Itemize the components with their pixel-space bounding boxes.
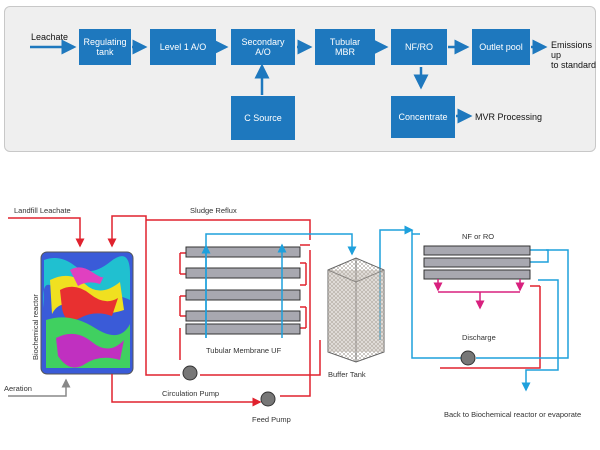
buffer-tank-label: Buffer Tank — [328, 370, 366, 379]
sludge-reflux-label: Sludge Reflux — [190, 206, 237, 215]
c-source-node: C Source — [231, 96, 295, 140]
circulation-pump-label: Circulation Pump — [162, 389, 219, 398]
nf-ro-modules — [423, 245, 531, 280]
tubular-membrane-uf-label: Tubular Membrane UF — [206, 346, 282, 355]
emissions-label: Emissions up to standard — [551, 40, 597, 70]
nfro-node: NF/RO — [391, 29, 447, 65]
landfill-leachate-label: Landfill Leachate — [14, 206, 71, 215]
circulation-pump — [182, 365, 198, 381]
process-schematic: Biochemical reactor — [4, 206, 581, 424]
regulating-tank-node: Regulating tank — [79, 29, 131, 65]
concentrate-node: Concentrate — [391, 96, 455, 138]
mvr-processing-label: MVR Processing — [475, 112, 543, 122]
buffer-tank — [327, 257, 385, 363]
process-flowchart: Leachate Regulating tank Level 1 A/O Sec… — [0, 0, 600, 160]
flow-arrows — [30, 39, 548, 124]
leachate-label: Leachate — [31, 32, 69, 42]
aeration-label: Aeration — [4, 384, 32, 393]
biochemical-reactor-label: Biochemical reactor — [31, 294, 40, 360]
secondary-ao-node: Secondary A/O — [231, 29, 295, 65]
back-to-reactor-label: Back to Biochemical reactor or evaporate — [444, 410, 581, 419]
level1-ao-node: Level 1 A/O — [150, 29, 216, 65]
tubular-membrane-uf — [185, 246, 301, 335]
tubular-mbr-node: Tubular MBR — [315, 29, 375, 65]
nf-or-ro-label: NF or RO — [462, 232, 494, 241]
biochemical-reactor — [40, 251, 134, 375]
feed-pump — [260, 391, 276, 407]
nf-feed-pump — [460, 350, 476, 366]
discharge-label: Discharge — [462, 333, 496, 342]
outlet-pool-node: Outlet pool — [472, 29, 530, 65]
aeration-line — [8, 378, 71, 397]
feed-pump-label: Feed Pump — [252, 415, 291, 424]
